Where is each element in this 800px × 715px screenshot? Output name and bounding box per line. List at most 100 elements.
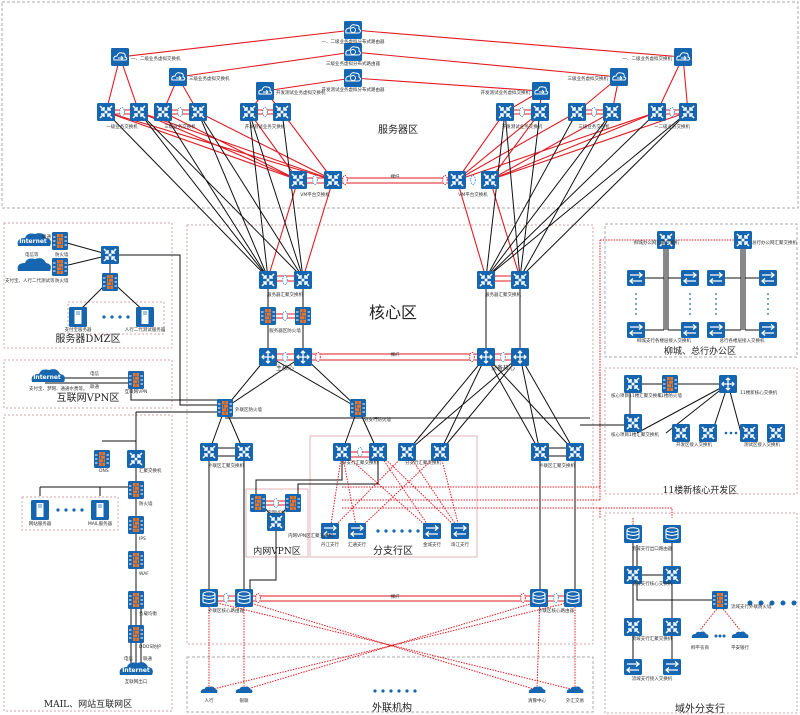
device-label: 柳城支行各楼层接入交换机 — [637, 337, 691, 344]
redundancy-link-icon — [273, 498, 279, 508]
zone-title-remote-branch: 域外分支行 — [675, 702, 725, 715]
router-icon — [662, 524, 682, 544]
device-label: 服务器汇聚交换机 — [485, 291, 521, 298]
device-label: 金城支行 — [423, 541, 441, 548]
firewall-icon — [259, 306, 277, 326]
device-label: 内网VPN — [267, 509, 285, 516]
device-label: 裸纤 — [391, 173, 400, 180]
firewall-icon — [127, 550, 145, 570]
virtual-switch-icon — [609, 67, 629, 87]
device-label: 电信等 — [25, 251, 39, 258]
device-label: 主核心 — [276, 364, 294, 372]
router-icon — [293, 347, 313, 367]
device-label: Internet — [33, 374, 61, 381]
redundancy-link-icon — [469, 352, 475, 362]
device-label: Internet — [122, 667, 150, 674]
switch-icon — [662, 617, 682, 637]
device-label: 开发测试业务交换机 — [245, 123, 286, 130]
virtual-router-icon — [343, 42, 363, 62]
cloud-icon — [235, 686, 253, 693]
device-label: Internet — [19, 238, 47, 245]
virtual-router-icon — [343, 68, 363, 88]
switch-icon — [476, 270, 496, 290]
device-label: 防火墙 — [55, 277, 69, 284]
device-label: 外联区汇聚交换机 — [539, 462, 575, 469]
redundancy-link-icon — [669, 107, 675, 117]
switch-icon — [602, 102, 622, 122]
cloud-icon — [200, 686, 218, 693]
switch-icon — [447, 170, 467, 190]
firewall-icon — [249, 493, 267, 513]
device-label: 11楼防火墙 — [658, 392, 682, 399]
devices-server-zone — [96, 20, 698, 190]
redundancy-link-icon — [442, 175, 448, 185]
switch-icon — [510, 270, 530, 290]
zone-title-branch: 分支行区 — [373, 544, 413, 557]
device-label: 三级业务交换机 — [578, 123, 610, 130]
device-label: 开发测试业务虚拟交换机 — [276, 89, 326, 96]
access-switch-icon — [706, 269, 726, 287]
links-server-black — [105, 111, 689, 279]
redundancy-link-icon — [282, 352, 288, 362]
switch-icon — [766, 423, 786, 443]
zone-title-intranet-vpn: 内网VPN区 — [253, 545, 300, 557]
switch-icon — [567, 102, 587, 122]
zone-core — [186, 224, 594, 645]
device-label: IPS — [139, 536, 146, 542]
redundancy-link-icon — [520, 593, 526, 603]
switch-icon — [96, 102, 116, 122]
switch-icon — [739, 423, 759, 443]
firewall-icon — [294, 306, 312, 326]
switch-icon — [397, 442, 417, 462]
device-label: 平安银行 — [731, 644, 749, 651]
firewall-icon — [661, 374, 679, 394]
switch-icon — [288, 170, 308, 190]
router-icon — [258, 347, 278, 367]
redundancy-link-icon — [119, 107, 125, 117]
device-label: 汇通支行 — [348, 541, 366, 548]
links-core — [208, 239, 740, 691]
switch-icon — [671, 423, 691, 443]
switch-icon — [565, 442, 585, 462]
access-switch-icon — [706, 321, 726, 339]
switch-icon — [332, 442, 352, 462]
zone-office — [604, 223, 798, 358]
links-right-zones — [580, 241, 768, 665]
switch-icon — [234, 442, 254, 462]
device-label: 支付宝、梦网、通通水费等。 — [29, 385, 88, 392]
firewall-icon — [93, 449, 111, 469]
router-icon — [563, 588, 583, 608]
device-label: DDOS防护 — [139, 643, 162, 650]
server-icon — [90, 499, 110, 521]
links-server-red — [105, 29, 689, 279]
device-label: 流域支行汇聚交换机 — [632, 635, 673, 642]
device-label: 裸纤 — [391, 593, 400, 600]
switch-icon — [698, 423, 718, 443]
access-switch-icon — [680, 269, 700, 287]
router-icon — [623, 524, 643, 544]
firewall-icon — [349, 398, 367, 418]
router-icon — [199, 588, 219, 608]
device-label: 核心项目11楼汇聚交换机 — [611, 392, 662, 399]
cloud-icon — [528, 686, 546, 693]
zone-title-dmz: 服务器DMZ区 — [55, 332, 120, 345]
device-label: 防火墙 — [139, 500, 153, 507]
device-label: 网站服务器 — [29, 520, 52, 527]
device-label: 人行二代测试服务器 — [125, 326, 166, 333]
firewall-icon — [284, 493, 302, 513]
switch-icon — [430, 442, 450, 462]
redundancy-link-icon — [312, 175, 318, 185]
access-switch-icon — [623, 658, 643, 676]
device-label: WAF — [139, 571, 149, 577]
access-switch-icon — [758, 269, 778, 287]
device-label: 流域支行外联防火墙 — [731, 603, 772, 610]
device-labels: 一、二级业务虚拟分布式路由器 三级业务虚拟分布式路由器 开发测试业务虚拟分布式路… — [5, 38, 797, 704]
device-label: 流域支行接入交换机 — [632, 675, 673, 682]
switch-icon — [199, 442, 219, 462]
redundancy-link-icon — [223, 593, 229, 603]
device-label: 清算中心 — [528, 697, 546, 704]
zone-titles: 服务器区 核心区 服务器DMZ区 互联网VPN区 MAIL、网站互联网区 内网V… — [44, 123, 737, 715]
device-label: DNS — [99, 468, 109, 474]
zone-title-office: 柳城、总行办公区 — [664, 345, 736, 357]
device-label: 总行办公网汇聚交换机 — [752, 239, 797, 246]
